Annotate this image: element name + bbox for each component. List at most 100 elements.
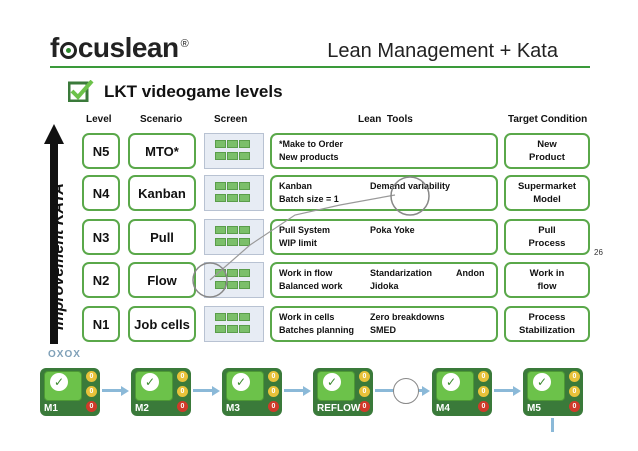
tool-item: Andon xyxy=(456,268,485,278)
machine-label: M2 xyxy=(135,403,149,414)
scenario-cell: Pull xyxy=(128,219,196,255)
lean-tools-cell: *Make to Order New products xyxy=(270,133,498,169)
mini-machine-icon xyxy=(239,313,250,321)
mini-machine-icon xyxy=(239,140,250,148)
target-line: New xyxy=(537,138,557,150)
screen-thumbnail[interactable] xyxy=(204,306,264,342)
scenario-cell: Job cells xyxy=(128,306,196,342)
flow-arrow-icon xyxy=(513,386,521,396)
flow-arrow-shaft xyxy=(284,389,303,392)
target-line: flow xyxy=(537,281,557,292)
column-header-target-condition: Target Condition xyxy=(508,114,588,125)
target-condition-cell: Work in flow xyxy=(504,262,590,298)
mini-machine-icon xyxy=(227,238,238,246)
check-icon: ✓ xyxy=(323,373,341,391)
column-header-screen: Screen xyxy=(214,114,248,125)
level-cell: N2 xyxy=(82,262,120,298)
target-line: Stabilization xyxy=(519,325,575,336)
machine-counter: 0 xyxy=(268,386,279,397)
tool-item: Work in flow xyxy=(279,268,333,278)
arrow-up-icon xyxy=(44,124,64,144)
mini-machine-icon xyxy=(227,281,238,289)
flow-arrow-icon xyxy=(212,386,220,396)
mini-machine-icon xyxy=(239,152,250,160)
mini-machine-icon xyxy=(239,182,250,190)
mini-machine-icon xyxy=(215,325,226,333)
machine-counter: 0 xyxy=(478,371,489,382)
progress-path-overlay xyxy=(192,176,430,298)
flow-arrow-shaft xyxy=(102,389,121,392)
column-header-lean-tools: Lean Tools xyxy=(358,114,413,125)
flow-arrow-icon xyxy=(303,386,311,396)
target-condition-cell: New Product xyxy=(504,133,590,169)
tool-item: Zero breakdowns xyxy=(370,312,445,322)
mini-machine-icon xyxy=(215,281,226,289)
screen-thumbnail[interactable] xyxy=(204,133,264,169)
logo-o-icon xyxy=(59,42,77,59)
lean-tools-cell: Work in flow Balanced work Standarizatio… xyxy=(270,262,498,298)
target-line: Work in xyxy=(529,267,565,279)
flow-arrow-icon xyxy=(121,386,129,396)
machine-label: M1 xyxy=(44,403,58,414)
machine-counter: 0 xyxy=(569,401,580,412)
flow-arrow-icon xyxy=(422,386,430,396)
screen-thumbnail[interactable] xyxy=(204,175,264,211)
mini-machine-icon xyxy=(239,269,250,277)
target-condition-cell: Pull Process xyxy=(504,219,590,255)
mini-machine-icon xyxy=(215,140,226,148)
check-icon: ✓ xyxy=(442,373,460,391)
tool-item: Kanban xyxy=(279,181,313,191)
tool-item: Standarization xyxy=(370,268,433,278)
mini-machine-icon xyxy=(215,313,226,321)
mini-machine-icon xyxy=(227,182,238,190)
tool-item: Poka Yoke xyxy=(370,225,415,235)
mini-machine-icon xyxy=(227,313,238,321)
title-divider xyxy=(50,66,590,68)
mini-machine-icon xyxy=(239,281,250,289)
tool-item: Work in cells xyxy=(279,312,335,322)
section-title: LKT videogame levels xyxy=(104,82,283,101)
machine-counter: 0 xyxy=(86,371,97,382)
mini-machine-icon xyxy=(227,226,238,234)
tool-item: *Make to Order xyxy=(279,139,344,149)
arrow-shaft xyxy=(50,144,58,344)
page-title: Lean Management + Kata xyxy=(327,40,558,62)
column-header-scenario: Scenario xyxy=(140,114,183,125)
mini-machine-icon xyxy=(215,194,226,202)
column-header-level: Level xyxy=(86,114,112,125)
lean-tools-cell: Work in cells Batches planning Zero brea… xyxy=(270,306,498,342)
level-cell: N5 xyxy=(82,133,120,169)
screen-thumbnail[interactable] xyxy=(204,262,264,298)
machine-counter: 0 xyxy=(359,401,370,412)
tool-item: Demand variability xyxy=(370,181,451,191)
mini-machine-icon xyxy=(239,194,250,202)
machine-counter: 0 xyxy=(478,386,489,397)
mini-machine-icon xyxy=(227,325,238,333)
mini-machine-icon xyxy=(239,226,250,234)
scenario-cell: Flow xyxy=(128,262,196,298)
tool-item: New products xyxy=(279,152,339,162)
logo-prefix: f xyxy=(50,32,59,63)
scenario-cell: Kanban xyxy=(128,175,196,211)
mini-machine-icon xyxy=(227,194,238,202)
screen-thumbnail[interactable] xyxy=(204,219,264,255)
tool-item: Balanced work xyxy=(279,281,343,291)
target-line: Product xyxy=(529,152,565,163)
mini-machine-icon xyxy=(239,325,250,333)
machine-counter: 0 xyxy=(268,401,279,412)
checkbox-logo-icon xyxy=(68,80,94,102)
empty-station-circle xyxy=(393,378,419,404)
machine-counter: 0 xyxy=(569,386,580,397)
machine-label: REFLOW xyxy=(317,403,361,414)
flow-arrow-shaft xyxy=(494,389,513,392)
check-icon: ✓ xyxy=(533,373,551,391)
mini-machine-icon xyxy=(215,226,226,234)
target-condition-cell: Supermarket Model xyxy=(504,175,590,211)
lean-tools-cell: Pull System WIP limit Poka Yoke xyxy=(270,219,498,255)
